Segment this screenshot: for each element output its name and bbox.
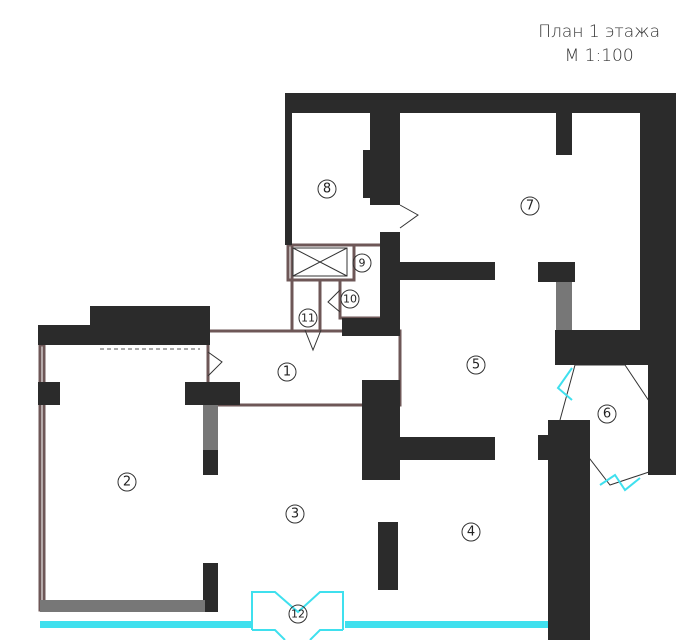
svg-text:9: 9 xyxy=(359,257,366,270)
svg-text:11: 11 xyxy=(301,312,315,325)
plan-scale: М 1:100 xyxy=(564,46,634,66)
plan-title: План 1 этажа М 1:100 xyxy=(538,20,660,68)
room-4: 4 xyxy=(461,522,481,542)
svg-text:7: 7 xyxy=(526,199,534,214)
svg-text:4: 4 xyxy=(467,525,475,540)
svg-text:8: 8 xyxy=(323,182,331,197)
room-7: 7 xyxy=(520,196,540,216)
room-12: 12 xyxy=(288,604,308,624)
room-6: 6 xyxy=(597,404,617,424)
room-1: 1 xyxy=(277,362,297,382)
walls xyxy=(38,93,676,640)
room-10: 10 xyxy=(340,289,360,309)
room-8: 8 xyxy=(317,179,337,199)
doors xyxy=(100,204,419,377)
glazing xyxy=(40,367,641,640)
svg-text:12: 12 xyxy=(291,608,305,621)
svg-text:10: 10 xyxy=(343,293,357,306)
svg-text:6: 6 xyxy=(603,407,611,422)
room-3: 3 xyxy=(285,504,305,524)
room-9: 9 xyxy=(352,253,372,273)
plan-title-name: План 1 этажа xyxy=(538,22,660,42)
room-11: 11 xyxy=(298,308,318,328)
svg-text:1: 1 xyxy=(283,365,291,380)
svg-text:2: 2 xyxy=(123,475,131,490)
svg-text:5: 5 xyxy=(472,358,480,373)
svg-text:3: 3 xyxy=(291,507,299,522)
room-5: 5 xyxy=(466,355,486,375)
room-labels: 1 2 3 4 5 6 7 8 9 10 11 12 xyxy=(117,179,617,624)
room-2: 2 xyxy=(117,472,137,492)
